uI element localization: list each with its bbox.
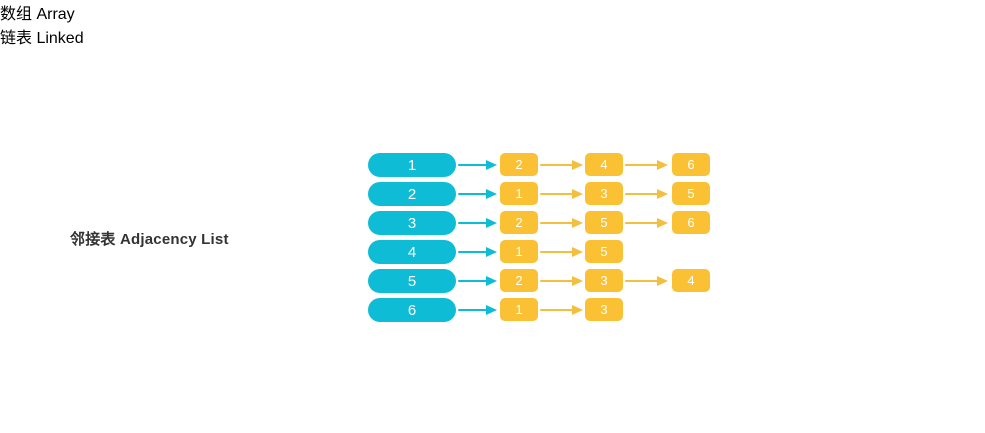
linked-node[interactable]: 4 xyxy=(585,153,623,176)
array-to-node-arrow-icon xyxy=(458,305,498,315)
array-to-node-arrow-icon xyxy=(458,189,498,199)
node-link-arrow-icon xyxy=(540,218,585,228)
node-link-arrow-icon xyxy=(540,247,585,257)
array-cell-4[interactable]: 4 xyxy=(368,240,456,264)
linked-node[interactable]: 4 xyxy=(672,269,710,292)
array-cell-1[interactable]: 1 xyxy=(368,153,456,177)
node-link-arrow-icon xyxy=(625,276,670,286)
linked-node[interactable]: 5 xyxy=(672,182,710,205)
node-link-arrow-icon xyxy=(540,276,585,286)
linked-node[interactable]: 6 xyxy=(672,211,710,234)
array-to-node-arrow-icon xyxy=(458,247,498,257)
linked-node[interactable]: 6 xyxy=(672,153,710,176)
linked-node[interactable]: 2 xyxy=(500,269,538,292)
linked-node[interactable]: 3 xyxy=(585,269,623,292)
column-header-linked: 链表 Linked xyxy=(0,30,84,47)
linked-node[interactable]: 1 xyxy=(500,240,538,263)
array-to-node-arrow-icon xyxy=(458,276,498,286)
node-link-arrow-icon xyxy=(625,189,670,199)
node-link-arrow-icon xyxy=(540,189,585,199)
node-link-arrow-icon xyxy=(540,305,585,315)
array-cell-6[interactable]: 6 xyxy=(368,298,456,322)
array-cell-3[interactable]: 3 xyxy=(368,211,456,235)
array-to-node-arrow-icon xyxy=(458,218,498,228)
column-header-array: 数组 Array xyxy=(0,6,75,23)
array-cell-2[interactable]: 2 xyxy=(368,182,456,206)
linked-node[interactable]: 5 xyxy=(585,211,623,234)
node-link-arrow-icon xyxy=(540,160,585,170)
linked-node[interactable]: 2 xyxy=(500,211,538,234)
linked-node[interactable]: 5 xyxy=(585,240,623,263)
linked-node[interactable]: 3 xyxy=(585,298,623,321)
array-to-node-arrow-icon xyxy=(458,160,498,170)
node-link-arrow-icon xyxy=(625,218,670,228)
linked-node[interactable]: 2 xyxy=(500,153,538,176)
page-title: 邻接表 Adjacency List xyxy=(70,231,229,248)
linked-node[interactable]: 1 xyxy=(500,182,538,205)
linked-node[interactable]: 1 xyxy=(500,298,538,321)
linked-node[interactable]: 3 xyxy=(585,182,623,205)
array-cell-5[interactable]: 5 xyxy=(368,269,456,293)
node-link-arrow-icon xyxy=(625,160,670,170)
